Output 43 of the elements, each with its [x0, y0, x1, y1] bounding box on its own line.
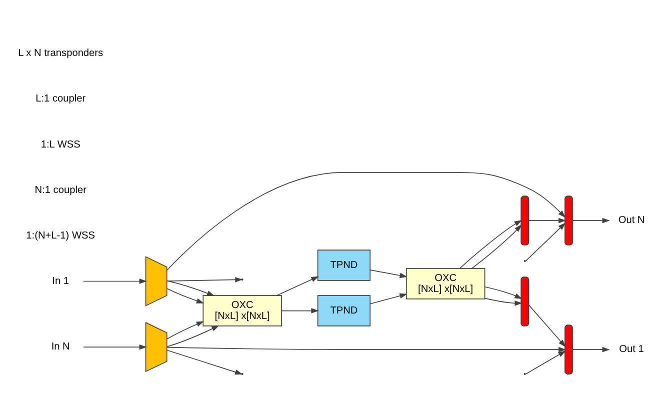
arrow	[166, 349, 243, 374]
arrow	[166, 172, 566, 270]
node-bar	[520, 195, 530, 245]
arrow	[370, 292, 408, 304]
node-box: TPND	[317, 249, 371, 280]
arrow	[166, 346, 566, 356]
arrow	[370, 269, 408, 278]
arrow	[525, 346, 566, 374]
arrow	[166, 320, 204, 339]
arrow	[572, 217, 610, 223]
arrow	[276, 276, 319, 296]
arrow	[484, 286, 522, 298]
node-text: In N	[51, 341, 70, 352]
label: 1:(N+L-1) WSS	[26, 230, 96, 241]
arrow	[281, 308, 319, 313]
arrow	[572, 346, 610, 352]
arrow	[166, 324, 220, 346]
node-box: OXC [NxL] x[NxL]	[202, 294, 282, 326]
label: 1:L WSS	[40, 138, 80, 150]
node-bar	[564, 195, 573, 245]
label: L:1 coupler	[36, 93, 86, 104]
arrow	[460, 220, 522, 268]
arrow	[83, 278, 147, 284]
label: N:1 coupler	[34, 184, 86, 196]
label: L x N transponders	[18, 48, 104, 59]
arrow	[166, 280, 215, 296]
node-bar	[564, 324, 573, 374]
arrow	[166, 288, 204, 303]
node-text: Out N	[618, 214, 645, 226]
arrow	[471, 224, 522, 268]
node-box: TPND	[317, 294, 371, 326]
arrow	[528, 217, 566, 230]
node-text: Out 1	[619, 344, 644, 355]
arrow	[484, 297, 522, 306]
arrow	[166, 276, 243, 282]
node-trapezoid	[145, 321, 168, 372]
arrow	[525, 222, 566, 261]
arrow	[528, 304, 566, 347]
arrow	[83, 344, 147, 350]
node-box: OXC [NxL] x[NxL]	[406, 268, 486, 299]
node-bar	[520, 276, 530, 326]
node-trapezoid	[145, 256, 168, 306]
node-text: In 1	[52, 275, 70, 286]
